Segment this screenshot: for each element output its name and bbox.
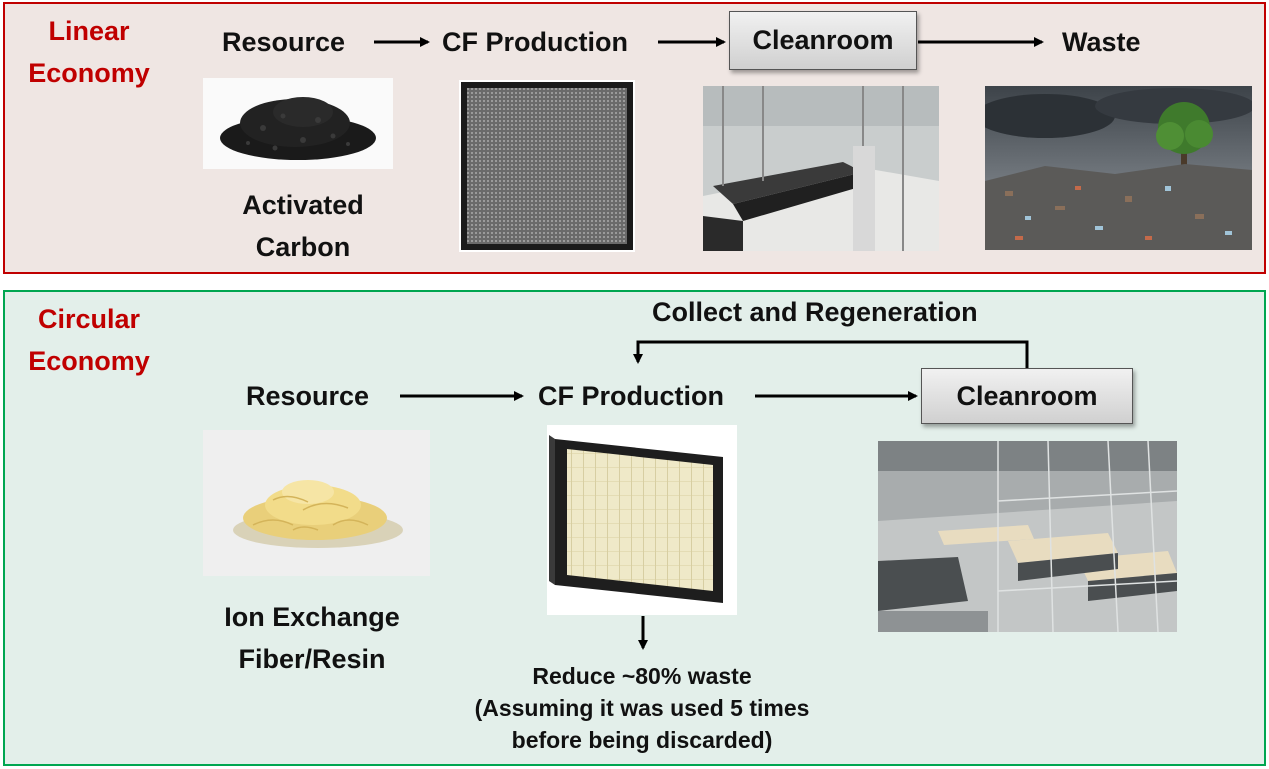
waste-reduction-line1: Reduce ~80% waste (532, 663, 752, 689)
ion-exchange-fiber-image (203, 430, 430, 576)
circular-production-label: CF Production (538, 381, 724, 411)
circular-title-line2: Economy (28, 346, 150, 376)
circular-filter-image (547, 425, 737, 615)
linear-title-line1: Linear (48, 16, 130, 46)
collect-regeneration-label: Collect and Regeneration (652, 297, 978, 327)
activated-carbon-image (203, 78, 393, 169)
linear-production-label: CF Production (442, 27, 628, 57)
linear-cleanroom-box: Cleanroom (729, 11, 917, 70)
arrow-regeneration-loop (633, 340, 1029, 368)
linear-filter-image (459, 80, 635, 252)
circular-resource-label: Resource (246, 381, 370, 411)
circular-cleanroom-box: Cleanroom (921, 368, 1133, 424)
waste-reduction-note: Reduce ~80% waste (Assuming it was used … (440, 660, 844, 756)
activated-carbon-line2: Carbon (255, 232, 351, 262)
waste-reduction-line3: before being discarded) (511, 727, 773, 753)
activated-carbon-caption: Activated Carbon (203, 184, 403, 268)
linear-title-line2: Economy (28, 58, 150, 88)
ion-exchange-line2: Fiber/Resin (238, 644, 386, 674)
ion-exchange-caption: Ion Exchange Fiber/Resin (203, 596, 421, 680)
circular-cleanroom-image (878, 441, 1177, 632)
linear-resource-label: Resource (222, 27, 346, 57)
waste-reduction-line2: (Assuming it was used 5 times (474, 695, 810, 721)
circular-title-line1: Circular (37, 304, 141, 334)
activated-carbon-line1: Activated (242, 190, 364, 220)
linear-cleanroom-label: Cleanroom (752, 25, 894, 55)
ion-exchange-line1: Ion Exchange (224, 602, 400, 632)
circular-cleanroom-label: Cleanroom (956, 380, 1098, 411)
waste-image (985, 86, 1252, 250)
linear-waste-label: Waste (1062, 27, 1141, 57)
linear-economy-title: Linear Economy (14, 10, 164, 94)
circular-economy-title: Circular Economy (14, 298, 164, 382)
linear-cleanroom-image (703, 86, 939, 251)
